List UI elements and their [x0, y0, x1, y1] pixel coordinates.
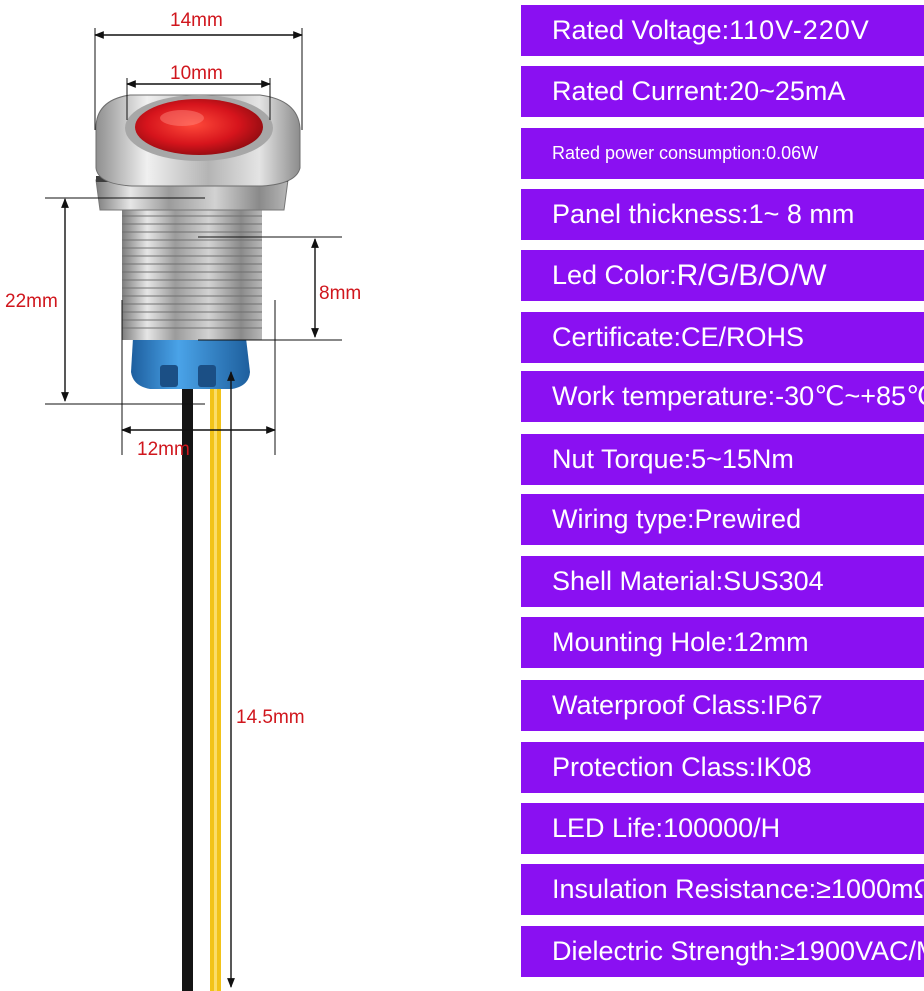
spec-label: Rated Current: — [552, 76, 730, 106]
dim-14-5mm-label: 14.5mm — [236, 707, 305, 728]
spec-work-temperature: Work temperature: -30℃~+85℃ — [521, 371, 924, 422]
spec-value: 110V-220V — [729, 15, 870, 45]
spec-label: Rated Voltage: — [552, 15, 730, 45]
spec-value: 12mm — [733, 627, 809, 657]
spec-label: Protection Class: — [552, 752, 757, 782]
dim-22mm-label: 22mm — [5, 291, 58, 312]
spec-label: Nut Torque: — [552, 444, 692, 474]
spec-label: Wiring type: — [552, 504, 695, 534]
spec-shell-material: Shell Material: SUS304 — [521, 556, 924, 607]
spec-value: -30℃~+85℃ — [775, 381, 924, 411]
red-lens — [135, 99, 263, 155]
spec-led-color: Led Color: R/G/B/O/W — [521, 250, 924, 301]
spec-value: R/G/B/O/W — [676, 258, 827, 292]
spec-label: Work temperature: — [552, 381, 776, 411]
spec-value: IK08 — [756, 752, 812, 782]
spec-label: Rated power consumption: — [552, 143, 767, 163]
spec-rated-voltage: Rated Voltage: 110V-220V — [521, 5, 924, 56]
spec-label: Insulation Resistance: — [552, 874, 817, 904]
spec-mounting-hole: Mounting Hole: 12mm — [521, 617, 924, 668]
spec-value: 100000/H — [663, 813, 781, 843]
spec-value: ≥1000mΩ — [816, 874, 924, 904]
spec-label: Certificate: — [552, 322, 682, 352]
connector-base — [131, 338, 250, 389]
spec-waterproof-class: Waterproof Class: IP67 — [521, 680, 924, 731]
threaded-body — [122, 200, 262, 340]
spec-value: ≥1900VAC/Min — [780, 936, 924, 966]
spec-rated-power: Rated power consumption: 0.06W — [521, 128, 924, 179]
spec-label: Panel thickness: — [552, 199, 749, 229]
spec-label: Led Color: — [552, 260, 677, 290]
spec-dielectric-strength: Dielectric Strength: ≥1900VAC/Min — [521, 926, 924, 977]
spec-nut-torque: Nut Torque: 5~15Nm — [521, 434, 924, 485]
dimension-lines — [45, 28, 342, 988]
black-wire — [182, 380, 193, 991]
spec-value: IP67 — [767, 690, 823, 720]
spec-label: Mounting Hole: — [552, 627, 734, 657]
spec-led-life: LED Life: 100000/H — [521, 803, 924, 854]
spec-value: 20~25mA — [729, 76, 846, 106]
spec-insulation-resistance: Insulation Resistance: ≥1000mΩ — [521, 864, 924, 915]
spec-wiring-type: Wiring type: Prewired — [521, 494, 924, 545]
spec-rated-current: Rated Current: 20~25mA — [521, 66, 924, 117]
dim-10mm-label: 10mm — [170, 63, 223, 84]
product-dimension-diagram: 14mm 10mm 22mm 8mm 12mm 14.5mm — [5, 10, 361, 991]
spec-protection-class: Protection Class: IK08 — [521, 742, 924, 793]
spec-certificate: Certificate: CE/ROHS — [521, 312, 924, 363]
dim-12mm-label: 12mm — [137, 439, 190, 460]
spec-value: 5~15Nm — [691, 444, 794, 474]
spec-value: SUS304 — [723, 566, 824, 596]
dim-14mm-label: 14mm — [170, 10, 223, 31]
spec-value: CE/ROHS — [681, 322, 805, 352]
spec-value: 0.06W — [766, 143, 819, 163]
spec-value: Prewired — [694, 504, 802, 534]
bezel-head — [95, 94, 301, 187]
spec-value: 1~ 8 mm — [748, 199, 855, 229]
spec-label: LED Life: — [552, 813, 664, 843]
wires — [182, 380, 221, 991]
spec-label: Dielectric Strength: — [552, 936, 781, 966]
spec-panel-thickness: Panel thickness: 1~ 8 mm — [521, 189, 924, 240]
spec-label: Shell Material: — [552, 566, 724, 596]
dim-8mm-label: 8mm — [319, 283, 361, 304]
spec-label: Waterproof Class: — [552, 690, 768, 720]
